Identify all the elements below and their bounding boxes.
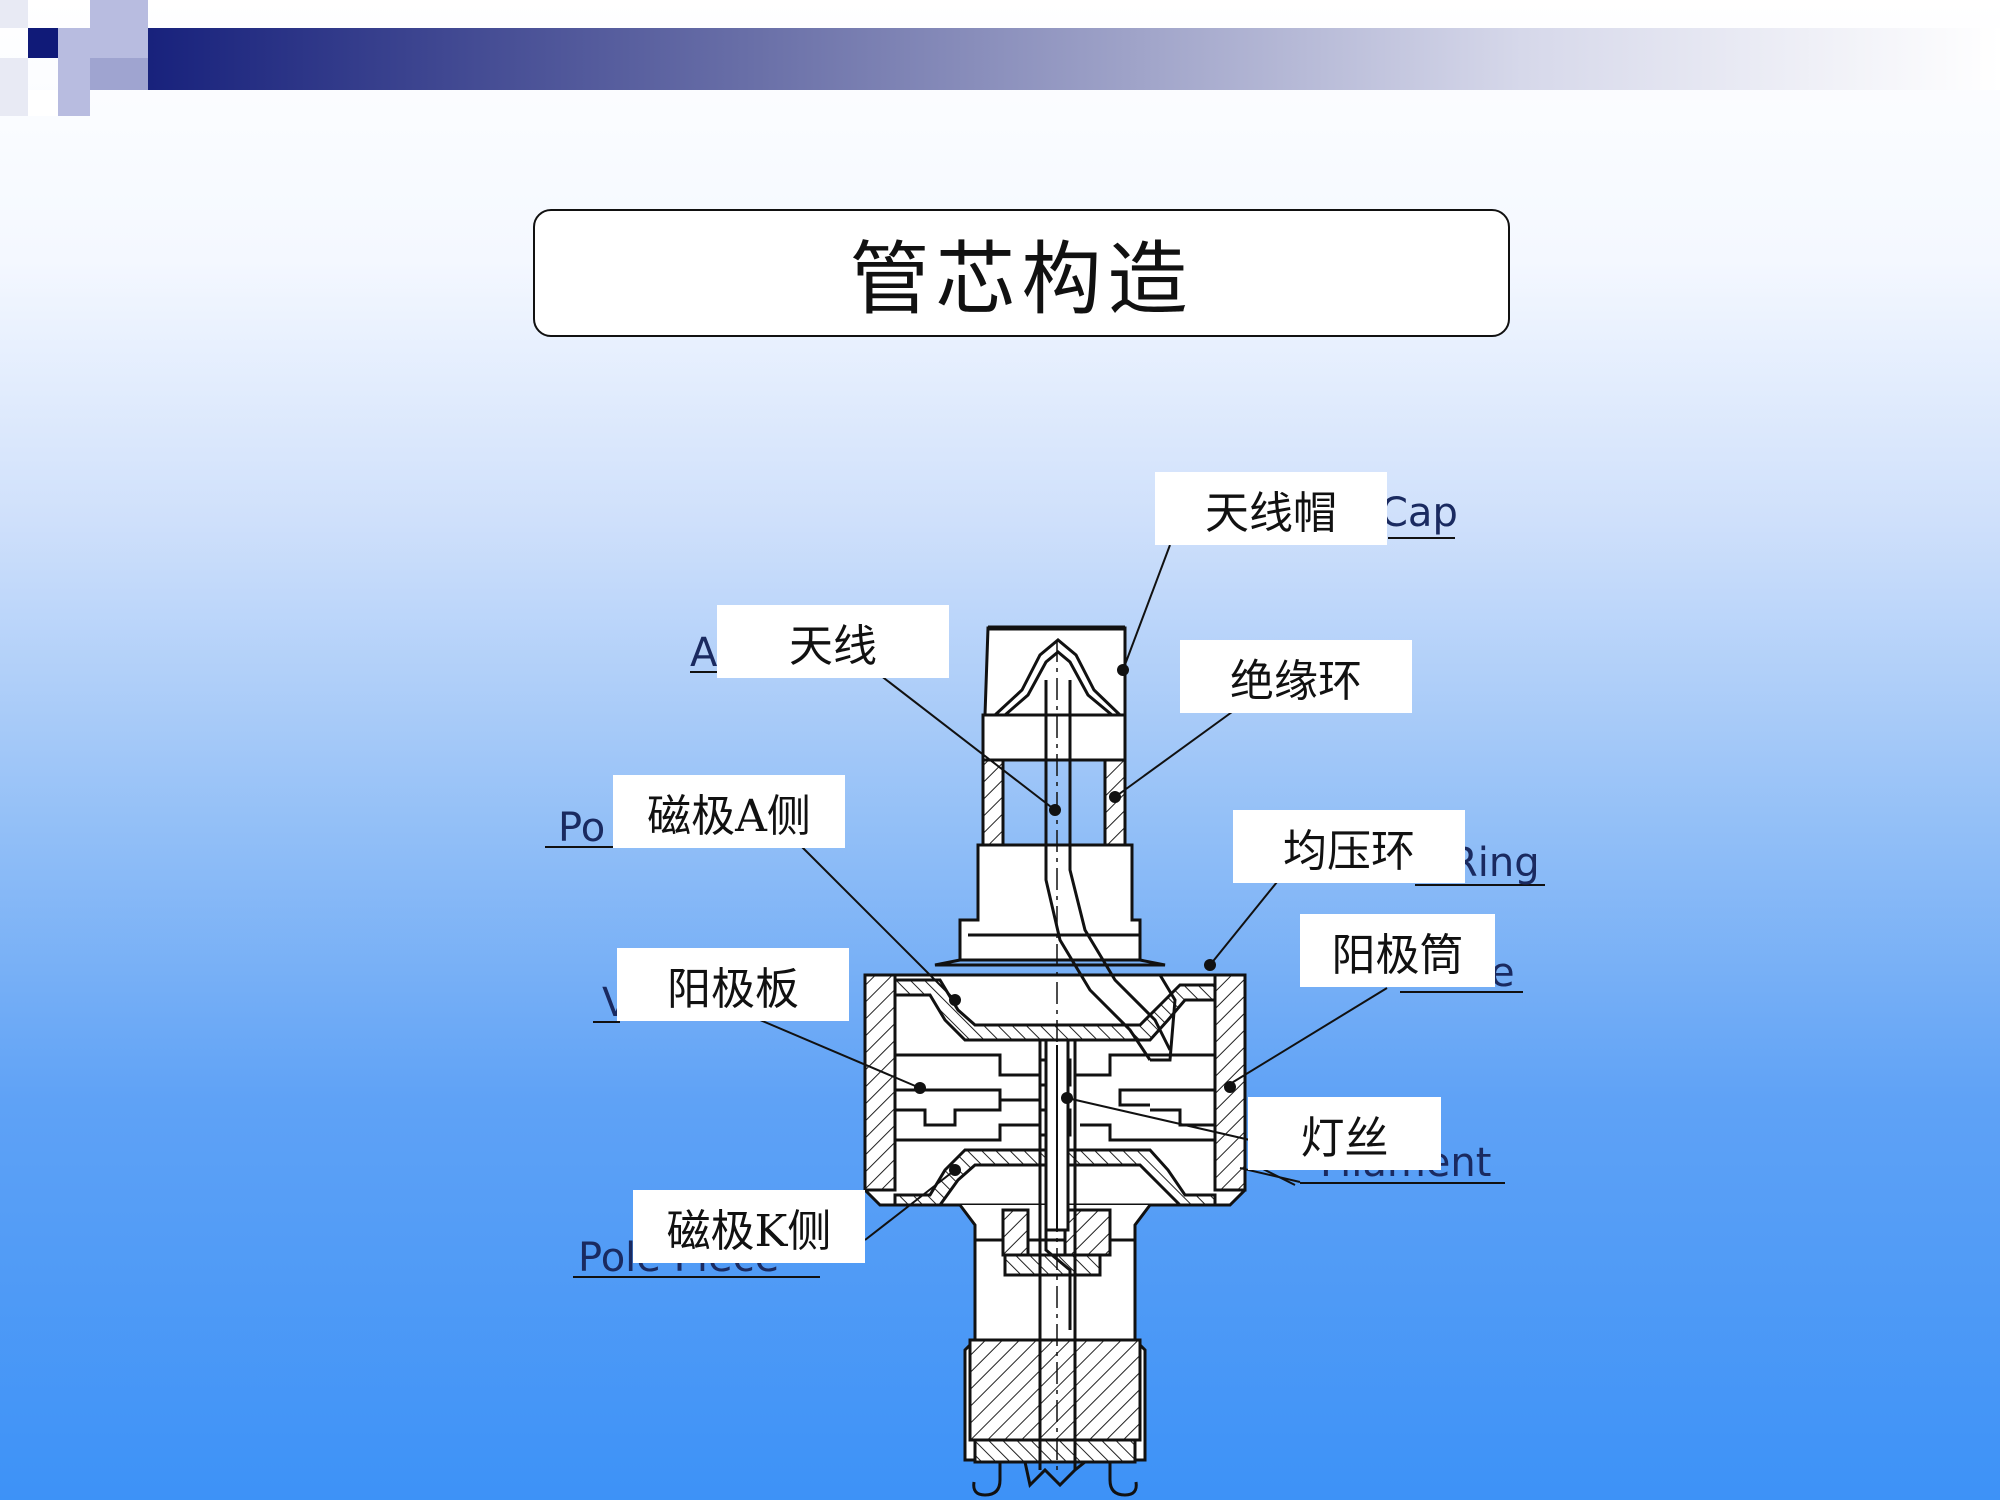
label-antenna: 天线 [717,605,949,678]
label-anode-vane: 阳极板 [617,948,849,1021]
header-decoration [0,0,2000,116]
label-insulation-ring: 绝缘环 [1180,640,1412,713]
label-anode-cylinder: 阳极筒 [1300,914,1495,987]
page-title: 管芯构造 [533,209,1510,337]
label-antenna-cap: 天线帽 [1155,472,1387,545]
english-label-a: A [690,630,718,676]
label-pole-a-side: 磁极A侧 [613,775,845,848]
label-filament: 灯丝 [1248,1097,1441,1170]
label-pressure-ring: 均压环 [1233,810,1465,883]
english-label-cap: Cap [1380,490,1458,536]
english-label-po: Po [558,805,606,851]
label-pole-k-side: 磁极K侧 [633,1190,865,1263]
